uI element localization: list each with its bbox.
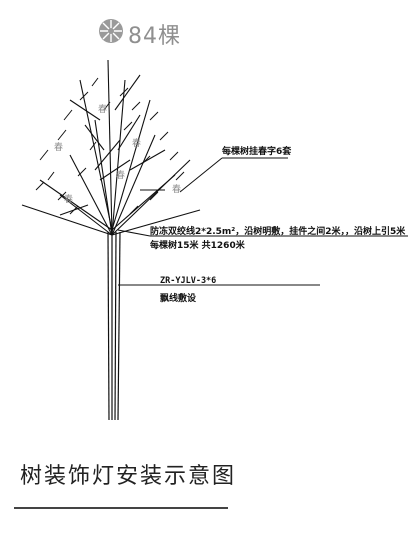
ornament-label: 春 bbox=[172, 183, 181, 195]
ornament-label: 春 bbox=[54, 141, 63, 153]
ornament-label: 春 bbox=[98, 103, 107, 115]
cable-spec-annotation: 防冻双绞线2*2.5m²，沿树明敷，挂件之间2米，，沿树上引5米 bbox=[150, 227, 406, 237]
ornaments: 春 春 春 春 春 春 bbox=[54, 103, 181, 205]
laying-method-annotation: 飘线敷设 bbox=[160, 294, 197, 304]
ornament-label: 春 bbox=[64, 193, 73, 205]
light-strands bbox=[35, 77, 185, 215]
snowflake-emblem-icon bbox=[99, 19, 123, 43]
supply-cable-annotation: ZR-YJLV-3*6 bbox=[160, 276, 217, 286]
ornament-label: 春 bbox=[132, 137, 141, 149]
cable-length-annotation: 每棵树15米 共1260米 bbox=[150, 241, 245, 251]
drawing-title: 树装饰灯安装示意图 bbox=[20, 464, 237, 489]
tree-trunk bbox=[107, 231, 121, 421]
tree-branches bbox=[21, 59, 201, 236]
leader-lines bbox=[117, 157, 408, 286]
ornament-label: 春 bbox=[116, 169, 125, 181]
decor-annotation: 每棵树挂春字6套 bbox=[222, 147, 292, 157]
tree-count: 84棵 bbox=[128, 24, 181, 49]
